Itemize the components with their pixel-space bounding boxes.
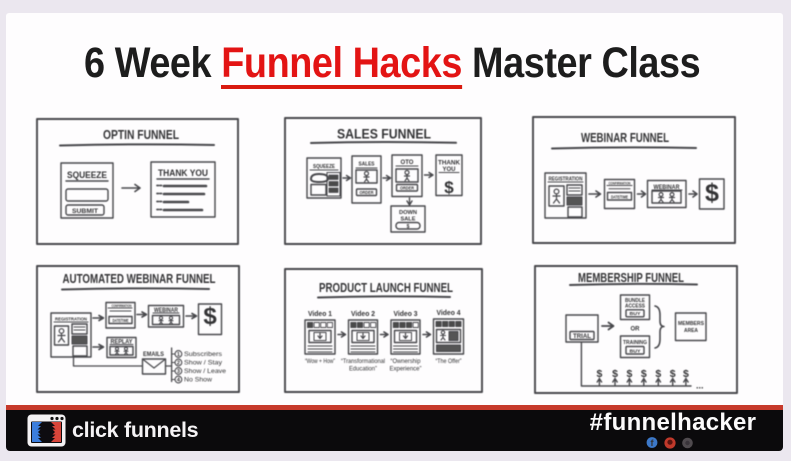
svg-text:THANK: THANK bbox=[438, 161, 461, 167]
svg-text:SALES FUNNEL: SALES FUNNEL bbox=[337, 126, 431, 142]
svg-text:ORDER: ORDER bbox=[360, 190, 375, 195]
svg-text:Show / Stay: Show / Stay bbox=[184, 361, 222, 367]
svg-text:Video 1: Video 1 bbox=[308, 311, 332, 318]
svg-text:Experience”: Experience” bbox=[390, 367, 422, 373]
svg-text:WEBINAR: WEBINAR bbox=[154, 308, 179, 314]
svg-text:“Ownership: “Ownership bbox=[391, 359, 422, 365]
svg-text:SQUEEZE: SQUEEZE bbox=[313, 164, 336, 170]
svg-text:1: 1 bbox=[177, 352, 180, 358]
svg-text:2: 2 bbox=[177, 361, 180, 367]
svg-text:OPTIN FUNNEL: OPTIN FUNNEL bbox=[103, 127, 179, 142]
svg-text:AUTOMATED WEBINAR FUNNEL: AUTOMATED WEBINAR FUNNEL bbox=[63, 272, 216, 286]
svg-text:YOU: YOU bbox=[443, 167, 456, 173]
svg-text:ACCESS: ACCESS bbox=[625, 303, 646, 309]
svg-text:Video 2: Video 2 bbox=[351, 311, 375, 318]
svg-text:No Show: No Show bbox=[184, 378, 213, 384]
svg-text:Subscribers: Subscribers bbox=[184, 352, 222, 358]
svg-text:Video 3: Video 3 bbox=[394, 311, 418, 318]
svg-text:...: ... bbox=[696, 381, 704, 391]
svg-text:$: $ bbox=[705, 179, 719, 207]
svg-text:$: $ bbox=[596, 368, 602, 380]
svg-text:REGISTRATION: REGISTRATION bbox=[55, 317, 87, 323]
svg-text:DATE/TIME: DATE/TIME bbox=[113, 318, 129, 323]
svg-text:BUY: BUY bbox=[630, 311, 641, 316]
svg-text:BUY: BUY bbox=[630, 349, 641, 354]
svg-text:TRAINING: TRAINING bbox=[623, 340, 647, 346]
svg-text:Education”: Education” bbox=[349, 367, 377, 373]
svg-text:PRODUCT LAUNCH FUNNEL: PRODUCT LAUNCH FUNNEL bbox=[319, 280, 453, 295]
svg-text:“Transformational: “Transformational bbox=[341, 359, 385, 365]
svg-text:MEMBERSHIP FUNNEL: MEMBERSHIP FUNNEL bbox=[578, 271, 684, 285]
svg-text:$: $ bbox=[203, 303, 217, 330]
svg-text:Video 4: Video 4 bbox=[437, 310, 461, 317]
svg-text:SQUEEZE: SQUEEZE bbox=[67, 170, 107, 180]
svg-text:$: $ bbox=[612, 368, 618, 380]
svg-text:Show / Leave: Show / Leave bbox=[184, 369, 227, 375]
svg-text:f: f bbox=[651, 438, 655, 448]
svg-text:OTO: OTO bbox=[401, 159, 414, 166]
svg-text:TRIAL: TRIAL bbox=[573, 334, 591, 340]
svg-text:4: 4 bbox=[177, 378, 181, 384]
svg-text:EMAILS: EMAILS bbox=[143, 352, 164, 358]
svg-text:REPLAY: REPLAY bbox=[111, 340, 133, 346]
svg-text:DATE/TIME: DATE/TIME bbox=[611, 194, 628, 199]
svg-text:WEBINAR FUNNEL: WEBINAR FUNNEL bbox=[581, 130, 669, 145]
svg-text:AREA: AREA bbox=[684, 328, 698, 334]
svg-text:DOWN: DOWN bbox=[399, 210, 417, 216]
svg-text:SALE: SALE bbox=[401, 217, 416, 223]
svg-text:“Wow + How”: “Wow + How” bbox=[305, 359, 335, 365]
svg-text:SALES: SALES bbox=[359, 162, 375, 168]
svg-text:CONFIRMATION: CONFIRMATION bbox=[112, 304, 132, 308]
svg-text:MEMBERS: MEMBERS bbox=[678, 321, 704, 327]
svg-text:$: $ bbox=[641, 368, 647, 380]
svg-text:REGISTRATION: REGISTRATION bbox=[549, 177, 583, 183]
svg-text:CONFIRMATION: CONFIRMATION bbox=[609, 182, 631, 186]
svg-text:WEBINAR: WEBINAR bbox=[654, 184, 680, 191]
svg-text:THANK YOU: THANK YOU bbox=[158, 168, 208, 178]
svg-text:3: 3 bbox=[177, 369, 180, 375]
svg-text:$: $ bbox=[407, 224, 410, 230]
svg-text:OR: OR bbox=[631, 327, 641, 333]
svg-text:$: $ bbox=[670, 368, 676, 380]
svg-text:SUBMIT: SUBMIT bbox=[72, 208, 98, 215]
svg-text:ORDER: ORDER bbox=[400, 186, 415, 191]
svg-text:$: $ bbox=[683, 368, 689, 380]
svg-text:$: $ bbox=[444, 178, 454, 197]
svg-text:“The Offer”: “The Offer” bbox=[436, 359, 462, 365]
svg-text:$: $ bbox=[626, 368, 632, 380]
svg-text:$: $ bbox=[655, 368, 661, 380]
svg-text:BUNDLE: BUNDLE bbox=[625, 298, 646, 304]
